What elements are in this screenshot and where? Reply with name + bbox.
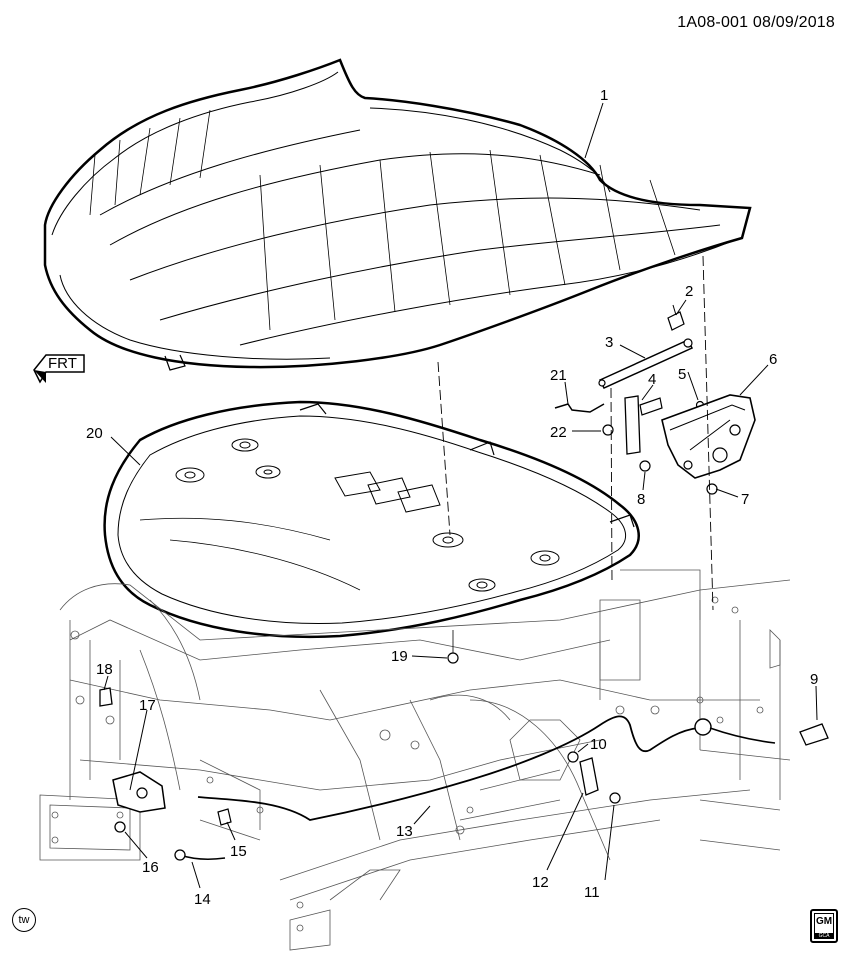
callout-4: 4 bbox=[648, 371, 656, 388]
callout-1: 1 bbox=[600, 87, 608, 104]
callout-14: 14 bbox=[194, 891, 211, 908]
alignment-lines bbox=[437, 255, 714, 611]
hood-insulator bbox=[103, 400, 640, 639]
callout-12: 12 bbox=[532, 874, 549, 891]
hood-latch bbox=[99, 630, 621, 861]
callout-13: 13 bbox=[396, 823, 413, 840]
hood-panel bbox=[43, 58, 752, 371]
callout-6: 6 bbox=[769, 351, 777, 368]
callout-7: 7 bbox=[741, 491, 749, 508]
callout-leaders bbox=[103, 102, 818, 889]
callout-9: 9 bbox=[810, 671, 818, 688]
callout-5: 5 bbox=[678, 366, 686, 383]
callout-16: 16 bbox=[142, 859, 159, 876]
structure-bolt-holes bbox=[51, 596, 764, 932]
callout-20: 20 bbox=[86, 425, 103, 442]
callout-22: 22 bbox=[550, 424, 567, 441]
front-direction-arrow bbox=[33, 354, 85, 384]
callout-18: 18 bbox=[96, 661, 113, 678]
callout-19: 19 bbox=[391, 648, 408, 665]
callout-10: 10 bbox=[590, 736, 607, 753]
callout-2: 2 bbox=[685, 283, 693, 300]
front-end-structure bbox=[39, 569, 791, 951]
front-direction-label: FRT bbox=[48, 355, 77, 372]
callout-3: 3 bbox=[605, 334, 613, 351]
callout-numbers: 1 2 3 4 5 6 7 8 9 10 11 12 13 14 15 16 1… bbox=[86, 87, 818, 908]
callout-21: 21 bbox=[550, 367, 567, 384]
release-cable bbox=[197, 715, 829, 821]
callout-17: 17 bbox=[139, 697, 156, 714]
hinge-assembly bbox=[554, 304, 756, 495]
insulator-vent-louvers bbox=[334, 471, 441, 513]
gm-logo-icon: GM GCA bbox=[810, 909, 838, 943]
callout-15: 15 bbox=[230, 843, 247, 860]
callout-11: 11 bbox=[584, 884, 600, 901]
diagram-date: 08/09/2018 bbox=[752, 14, 835, 31]
tw-badge-icon: tw bbox=[12, 908, 36, 932]
diagram-header: 1A08-001 08/09/2018 bbox=[677, 14, 835, 32]
insulator-retainer-pads bbox=[175, 438, 560, 592]
diagram-id: 1A08-001 bbox=[677, 14, 749, 31]
callout-8: 8 bbox=[637, 491, 645, 508]
gm-logo-sub: GCA bbox=[814, 933, 834, 939]
